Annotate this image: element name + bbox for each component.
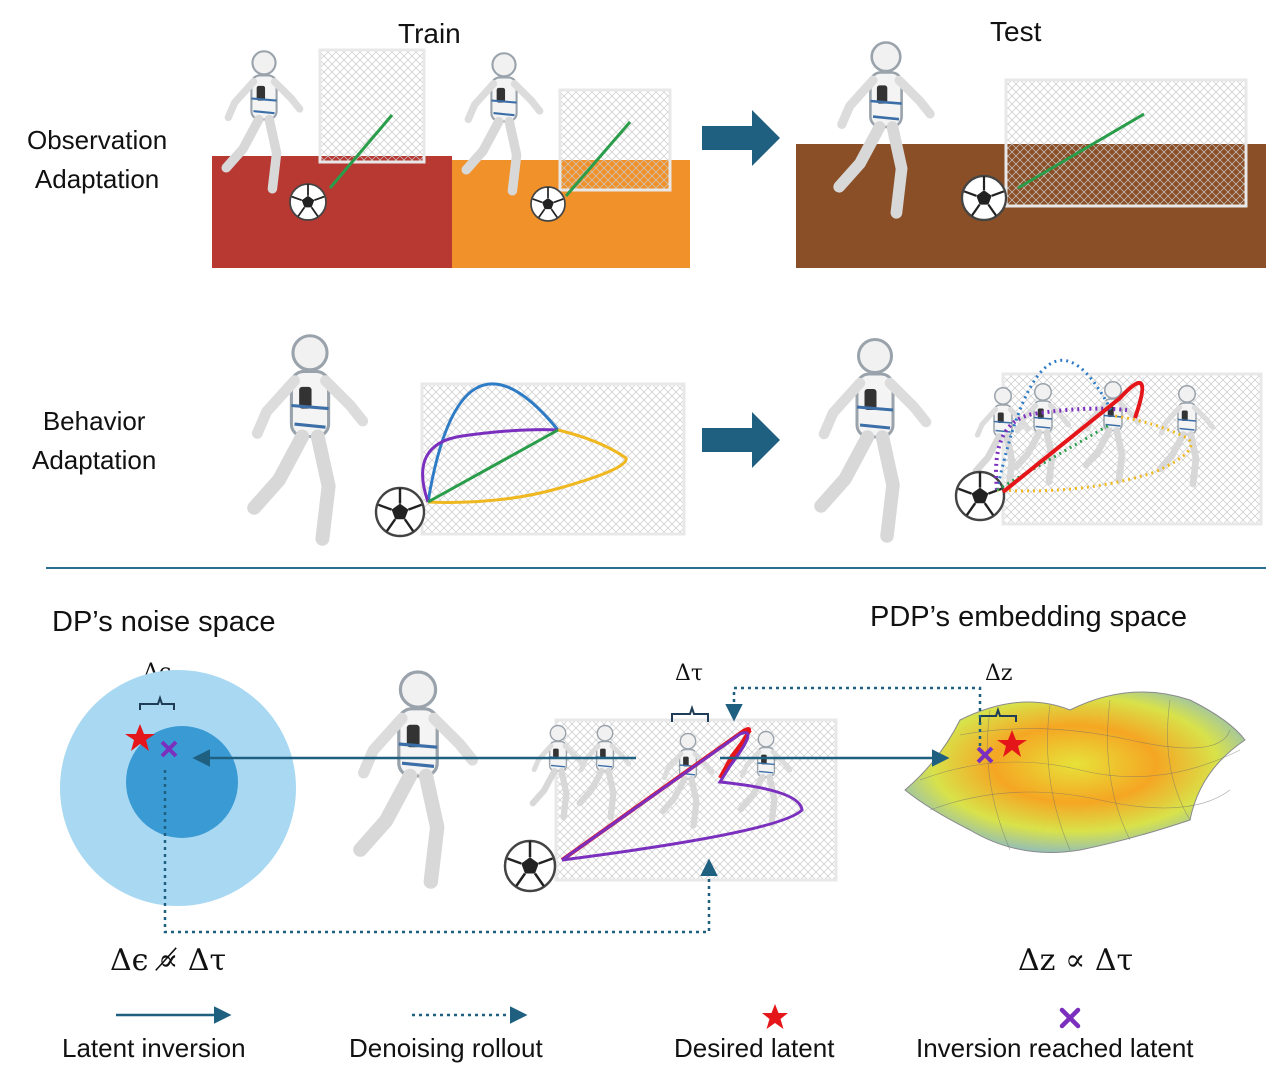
behavior-train-scene <box>200 340 686 560</box>
legend-denoising-rollout: Denoising rollout <box>349 1033 543 1063</box>
legend-dotted-arrow-icon <box>412 1006 528 1024</box>
desired-latent-star <box>125 724 155 751</box>
legend-purple-x-icon <box>1059 1007 1081 1029</box>
train-scene-red <box>212 40 452 268</box>
section-divider <box>46 567 1266 569</box>
legend-desired-latent: Desired latent <box>674 1033 835 1063</box>
dp-noise-space-title: DP’s noise space <box>52 606 276 638</box>
behavior-adaptation-label: Behavior Adaptation <box>32 402 156 480</box>
dp-formula: Δϵ ∝̸ Δτ <box>110 943 227 978</box>
delta-tau-brace <box>671 704 709 722</box>
observation-adaptation-label: Observation Adaptation <box>27 121 167 199</box>
legend-red-star-icon <box>762 1004 788 1029</box>
embedding-reached-x <box>976 746 994 764</box>
trajectory-yellow-dotted <box>996 414 1193 493</box>
embedding-desired-star <box>997 730 1027 757</box>
embedding-surface <box>904 691 1246 853</box>
trajectory-green-dotted <box>996 422 1112 492</box>
trajectory-blue <box>426 382 560 503</box>
train-scene-orange <box>452 40 690 268</box>
test-header: Test <box>990 16 1042 47</box>
denoising-rollout-arrow-left <box>163 770 718 934</box>
delta-tau-label: Δτ <box>675 661 704 686</box>
behavior-label-line1: Behavior <box>42 406 146 436</box>
center-kick-scene <box>300 660 838 893</box>
noise-inner-circle <box>126 726 238 838</box>
behavior-label-line2: Adaptation <box>32 445 157 475</box>
trajectory-green <box>427 428 559 504</box>
center-trajectory-purple <box>561 731 804 862</box>
train-header: Train <box>398 18 461 49</box>
delta-epsilon-brace <box>139 694 175 710</box>
trajectory-blue-dotted <box>995 359 1113 491</box>
trajectory-yellow <box>427 428 628 504</box>
test-scene-brown <box>796 40 1266 268</box>
pdp-embedding-space-title: PDP’s embedding space <box>870 601 1188 633</box>
pdp-formula: Δz ∝ Δτ <box>1018 943 1134 978</box>
denoising-rollout-arrow-right <box>725 686 982 746</box>
floor-red <box>212 156 452 268</box>
behavior-arrow <box>702 412 780 468</box>
legend-inversion-reached-latent: Inversion reached latent <box>916 1033 1194 1063</box>
delta-z-label: Δz <box>985 661 1013 686</box>
behavior-test-scene <box>775 340 1263 560</box>
trajectory-red <box>1001 380 1145 494</box>
trajectory-purple <box>421 428 559 503</box>
legend-latent-inversion: Latent inversion <box>62 1033 246 1063</box>
observation-arrow <box>702 110 780 166</box>
reached-latent-x <box>160 740 178 758</box>
noise-space-diagram <box>60 670 296 906</box>
observation-label-line1: Observation <box>27 125 168 155</box>
legend-solid-arrow-icon <box>116 1006 232 1024</box>
observation-label-line2: Adaptation <box>34 164 160 194</box>
